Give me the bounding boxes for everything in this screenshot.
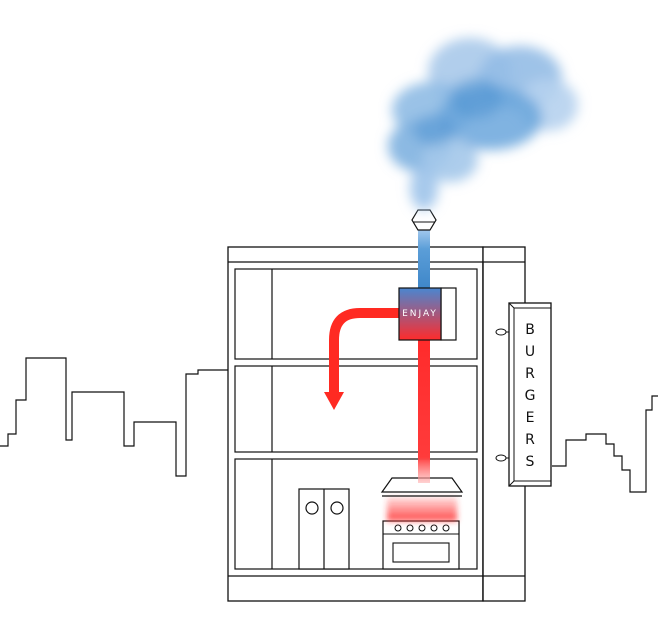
city-skyline-left xyxy=(0,357,228,477)
sign-letter-4: G xyxy=(525,388,536,404)
ventilation-unit-icon: ENJAY xyxy=(398,287,457,341)
supply-air-arrow xyxy=(324,308,400,410)
fridge-icon xyxy=(298,488,350,570)
stove-icon xyxy=(382,520,460,570)
sign-letter-7: S xyxy=(526,454,535,470)
smoke-cloud-icon xyxy=(388,38,578,210)
kitchen-hood-icon xyxy=(380,477,464,497)
burgers-sign-icon: B U R G E R S xyxy=(495,302,552,487)
exhaust-duct-cool xyxy=(418,228,430,288)
city-skyline-right xyxy=(552,395,658,493)
stove-heat xyxy=(387,497,457,521)
unit-brand-label: ENJAY xyxy=(402,309,438,319)
sign-letter-1: B xyxy=(525,322,535,338)
roof-cap-icon xyxy=(411,209,437,231)
sign-letter-5: E xyxy=(526,410,535,426)
sign-letter-6: R xyxy=(525,432,535,448)
exhaust-duct-hot xyxy=(418,340,430,483)
sign-letter-2: U xyxy=(525,344,535,360)
sign-letter-3: R xyxy=(525,366,535,382)
building xyxy=(227,246,526,602)
